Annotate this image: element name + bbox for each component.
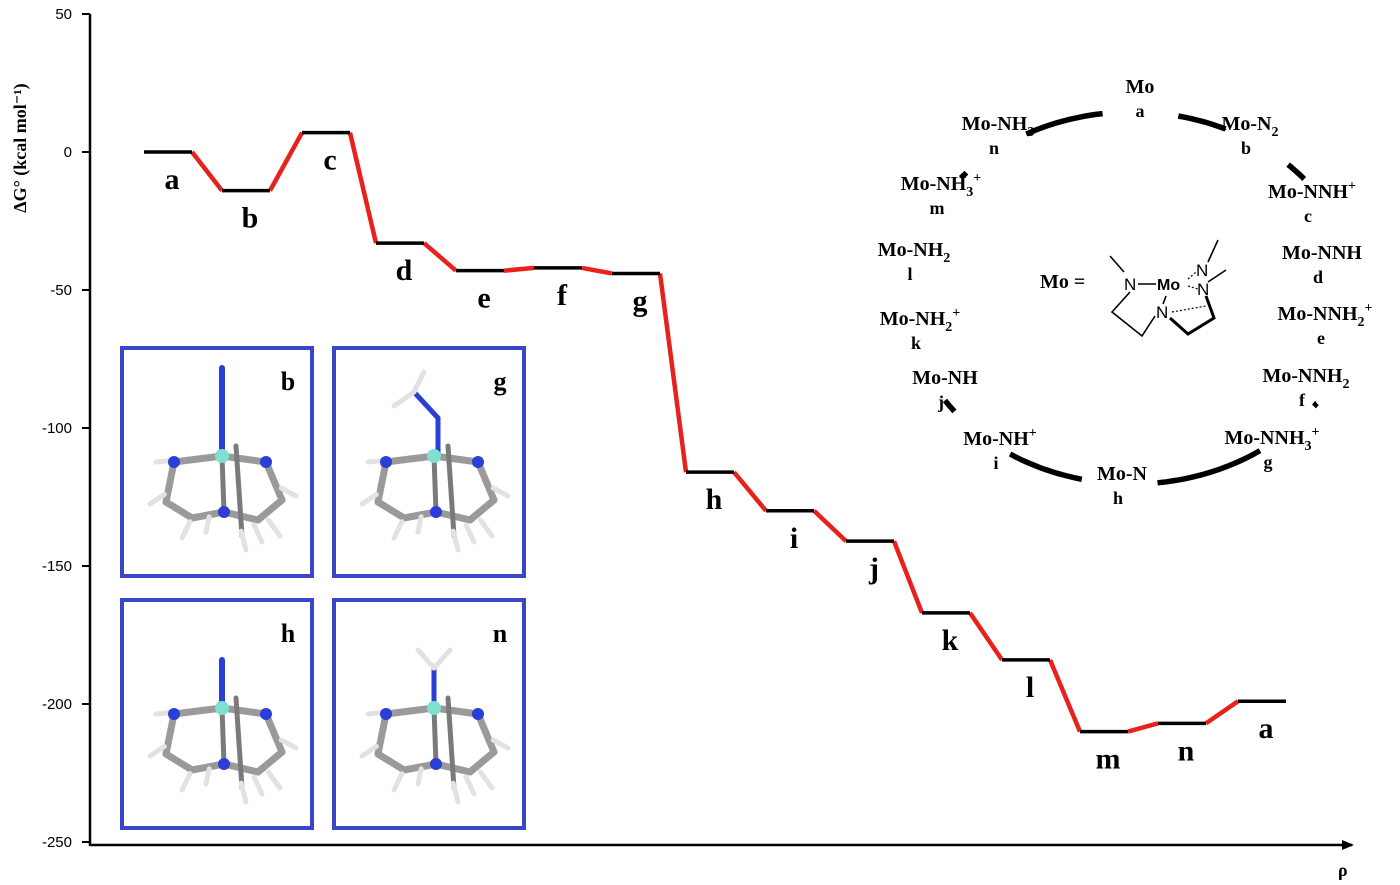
structure-mo: Mo xyxy=(1157,277,1180,294)
cycle-arc xyxy=(1312,400,1319,409)
inset-letter-g: g xyxy=(494,367,507,396)
cycle-species-c: Mo-NNH+ xyxy=(1268,179,1356,203)
cycle-letter-l: l xyxy=(907,264,912,284)
cycle-species-h: Mo-N xyxy=(1097,463,1148,485)
inset-letter-h: h xyxy=(281,619,296,648)
mo-complex-structure: N Mo N N N xyxy=(1109,239,1227,338)
state-label-j: j xyxy=(868,552,879,585)
y-tick-label: 0 xyxy=(64,144,72,161)
cycle-species-a: Mo xyxy=(1126,76,1155,98)
cycle-letter-j: j xyxy=(937,392,944,412)
cycle-arcs xyxy=(942,110,1319,486)
cycle-arc xyxy=(942,398,957,414)
cycle-species-d: Mo-NNH xyxy=(1282,242,1362,264)
inset-structure-n: n xyxy=(332,598,526,830)
cycle-species-b: Mo-N2 xyxy=(1222,113,1279,140)
state-labels: a b c d e f g h i j k l m n a xyxy=(165,144,1274,776)
y-tick-label: 50 xyxy=(55,6,72,23)
cycle-species-j: Mo-NH xyxy=(912,367,978,389)
cycle-letter-d: d xyxy=(1313,267,1323,287)
cycle-arc xyxy=(1157,448,1262,486)
state-label-f: f xyxy=(557,279,568,312)
cycle-arc xyxy=(958,170,969,181)
y-tick-label: -250 xyxy=(42,834,72,851)
cycle-arc xyxy=(1025,110,1103,137)
connector-n-a xyxy=(1204,699,1240,726)
cycle-species-i: Mo-NH+ xyxy=(963,426,1037,450)
y-tick-label: -100 xyxy=(42,420,72,437)
cycle-species-l: Mo-NH2 xyxy=(878,239,951,266)
cycle-species-m: Mo-NH3+ xyxy=(901,171,982,200)
structure-n-bottom: N xyxy=(1156,303,1168,322)
state-label-c: c xyxy=(323,144,336,177)
cycle-letter-b: b xyxy=(1241,138,1251,158)
structure-insets: b g h n xyxy=(120,346,526,830)
cycle-arc xyxy=(1008,451,1083,482)
connector-g-h xyxy=(657,273,689,473)
y-tick-label: -200 xyxy=(42,696,72,713)
connector-b-c xyxy=(268,131,304,192)
cycle-species-n: Mo-NH3 xyxy=(962,113,1035,140)
state-label-k: k xyxy=(942,624,959,657)
state-label-g: g xyxy=(633,284,648,317)
state-label-n: n xyxy=(1178,734,1195,767)
state-label-a: a xyxy=(1259,712,1274,745)
cycle-letter-k: k xyxy=(911,333,921,353)
connector-a-b xyxy=(190,150,224,193)
cycle-letter-g: g xyxy=(1264,452,1273,472)
cycle-letter-i: i xyxy=(993,453,998,473)
state-label-i: i xyxy=(790,522,798,555)
state-label-l: l xyxy=(1026,671,1034,704)
structure-n-left: N xyxy=(1124,275,1136,294)
cycle-species-e: Mo-NNH2+ xyxy=(1278,301,1373,330)
cycle-letter-f: f xyxy=(1299,390,1306,410)
connector-f-g xyxy=(581,265,613,276)
connector-h-i xyxy=(732,470,768,513)
energy-levels xyxy=(144,130,1286,734)
inset-letter-b: b xyxy=(281,367,295,396)
inset-structure-h: h xyxy=(120,598,314,830)
cycle-letter-m: m xyxy=(930,198,945,218)
cycle-letter-c: c xyxy=(1304,206,1312,226)
x-axis-label: ρ xyxy=(1338,860,1348,880)
state-label-e: e xyxy=(477,282,490,315)
inset-structure-b: b xyxy=(120,346,314,578)
y-tick-label: -50 xyxy=(50,282,72,299)
cycle-arc xyxy=(1177,113,1227,132)
state-label-a: a xyxy=(165,163,180,196)
cycle-letter-a: a xyxy=(1136,101,1145,121)
state-label-m: m xyxy=(1096,743,1121,776)
cycle-species-g: Mo-NNH3+ xyxy=(1225,425,1320,454)
inset-structure-g: g xyxy=(332,346,526,578)
connector-d-e xyxy=(422,241,458,273)
cycle-arc xyxy=(1286,162,1307,182)
connector-m-n xyxy=(1127,721,1159,734)
cycle-species-f: Mo-NNH2 xyxy=(1263,365,1350,392)
connectors xyxy=(190,131,1240,734)
state-label-b: b xyxy=(242,202,259,235)
y-tick-label: -150 xyxy=(42,558,72,575)
cycle-letter-n: n xyxy=(989,138,999,158)
connector-j-k xyxy=(891,540,925,614)
connector-i-j xyxy=(812,509,848,543)
state-label-h: h xyxy=(706,483,723,516)
cycle-species-k: Mo-NH2+ xyxy=(880,306,961,335)
cycle-letter-h: h xyxy=(1113,488,1123,508)
connector-k-l xyxy=(968,611,1004,662)
y-axis-label: ΔG° (kcal mol⁻¹) xyxy=(10,83,31,212)
connector-c-d xyxy=(347,132,379,244)
mo-definition: Mo = xyxy=(1040,271,1085,293)
state-label-d: d xyxy=(396,254,413,287)
connector-e-f xyxy=(503,265,535,273)
connector-l-m xyxy=(1047,658,1083,733)
cycle-letter-e: e xyxy=(1317,328,1325,348)
y-ticks: 50 0 -50 -100 -150 -200 -250 xyxy=(42,6,90,851)
structure-n-top: N xyxy=(1196,261,1208,280)
inset-letter-n: n xyxy=(493,619,508,648)
structure-n-right: N xyxy=(1197,280,1209,299)
